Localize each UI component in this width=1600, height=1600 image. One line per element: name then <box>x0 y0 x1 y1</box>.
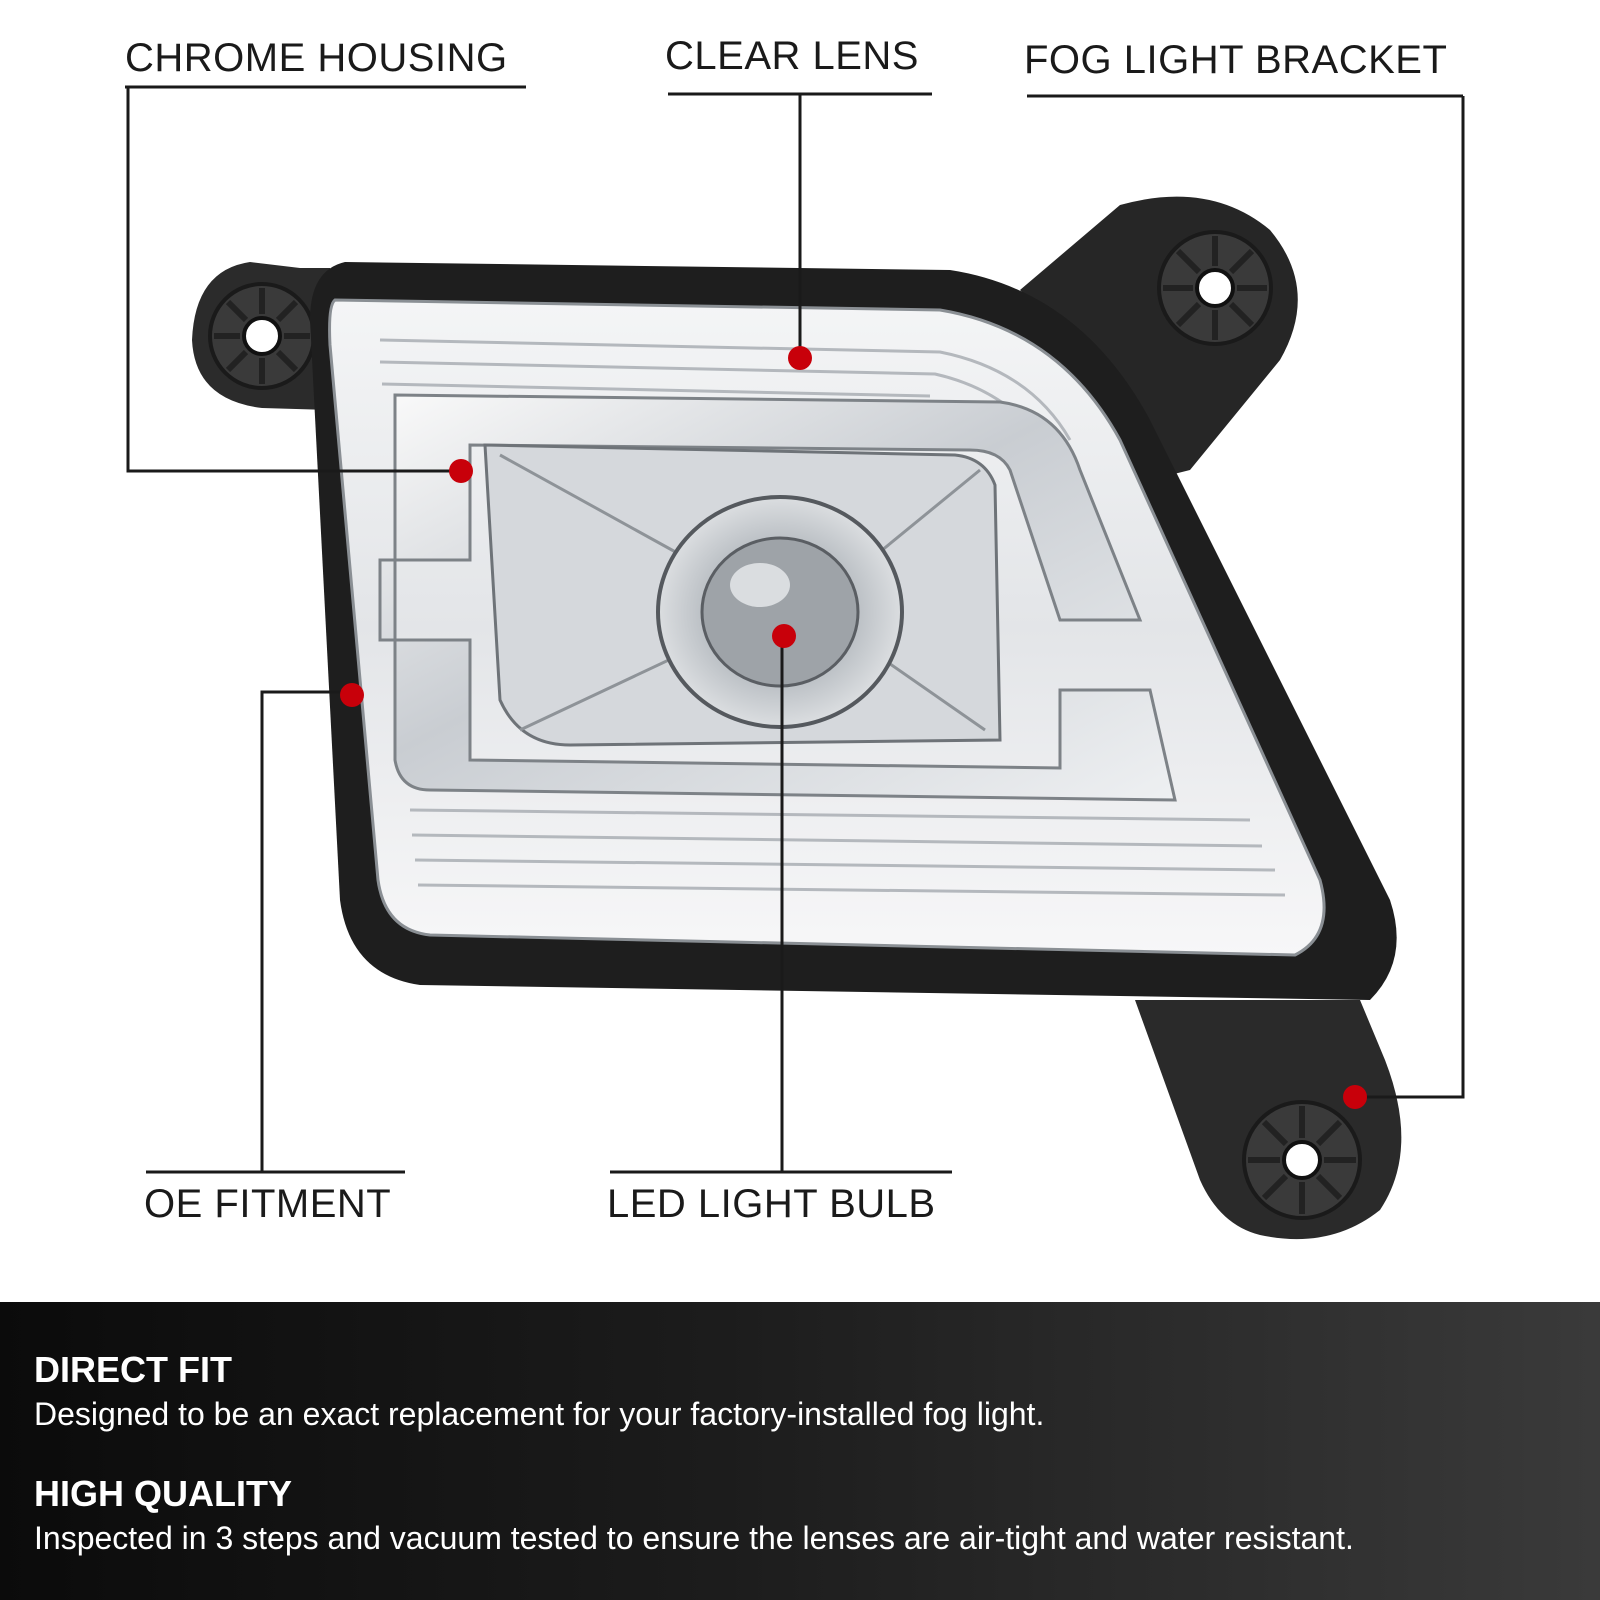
left-mount-tab <box>192 262 330 410</box>
fog-light-illustration <box>125 85 1465 1240</box>
marker-chrome-housing <box>449 459 473 483</box>
marker-oe-fitment <box>340 683 364 707</box>
callout-clear-lens: CLEAR LENS <box>665 34 919 78</box>
callout-oe-fitment: OE FITMENT <box>144 1182 392 1226</box>
feature-direct-fit: DIRECT FIT Designed to be an exact repla… <box>34 1349 1045 1432</box>
callout-fog-light-bracket: FOG LIGHT BRACKET <box>1024 38 1448 82</box>
lower-right-bracket <box>1135 1000 1402 1240</box>
leader-lines <box>125 85 1465 1174</box>
feature-description: Designed to be an exact replacement for … <box>34 1396 1045 1432</box>
feature-panel: DIRECT FIT Designed to be an exact repla… <box>0 1302 1600 1600</box>
callout-chrome-housing: CHROME HOUSING <box>125 36 508 80</box>
chrome-drl-bar <box>378 393 1177 802</box>
feature-description: Inspected in 3 steps and vacuum tested t… <box>34 1520 1354 1556</box>
feature-high-quality: HIGH QUALITY Inspected in 3 steps and va… <box>34 1473 1354 1556</box>
lens-ribs <box>379 338 1286 897</box>
upper-right-mount-tab <box>1020 196 1298 480</box>
feature-title: HIGH QUALITY <box>34 1473 292 1514</box>
callout-markers <box>340 346 1367 1109</box>
marker-fog-light-bracket <box>1343 1085 1367 1109</box>
product-figure: CHROME HOUSING CLEAR LENS FOG LIGHT BRAC… <box>125 34 1465 1240</box>
feature-title: DIRECT FIT <box>34 1349 232 1390</box>
marker-clear-lens <box>788 346 812 370</box>
marker-led-light-bulb <box>772 624 796 648</box>
callout-led-light-bulb: LED LIGHT BULB <box>607 1182 936 1226</box>
